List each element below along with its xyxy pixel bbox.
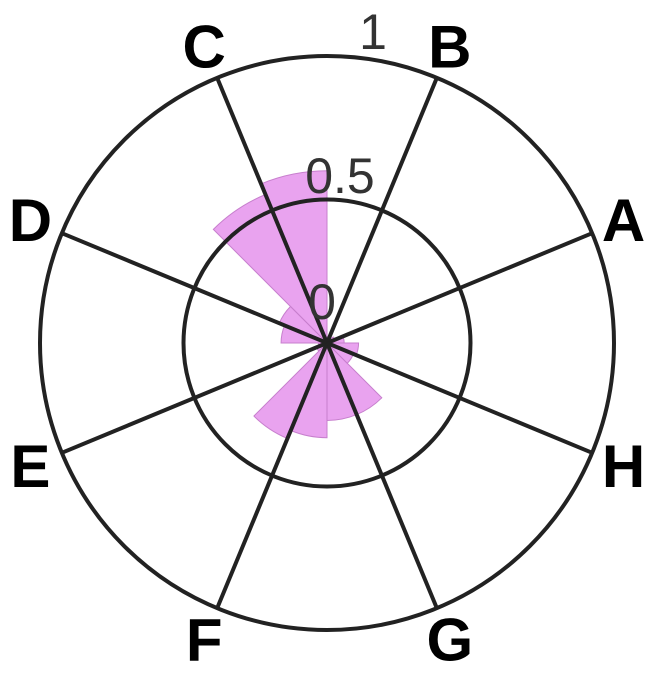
grid-spoke-7 [326, 341, 593, 455]
grid-spoke-0 [326, 231, 593, 345]
grid-ring-1 [38, 54, 616, 632]
grid-spoke-6 [325, 342, 439, 609]
grid-spoke-3 [61, 231, 328, 345]
grid-ring-0 [181, 197, 473, 489]
grid-layer [38, 54, 616, 632]
grid-spoke-2 [215, 77, 329, 344]
radial-tick-label-1: 0.5 [305, 148, 375, 204]
category-label-e: E [10, 433, 50, 500]
category-label-h: H [602, 433, 645, 500]
grid-spoke-5 [215, 342, 329, 609]
category-label-g: G [427, 607, 474, 674]
category-label-d: D [9, 187, 52, 254]
category-label-b: B [428, 13, 471, 80]
label-layer: A B C D E F G H 0 0.5 1 [9, 4, 645, 674]
grid-spoke-4 [61, 341, 328, 455]
category-label-a: A [602, 187, 645, 254]
radial-tick-label-0: 0 [308, 274, 336, 330]
grid-spoke-1 [325, 77, 439, 344]
category-label-f: F [186, 607, 223, 674]
category-label-c: C [182, 13, 225, 80]
radial-tick-label-2: 1 [359, 4, 387, 60]
